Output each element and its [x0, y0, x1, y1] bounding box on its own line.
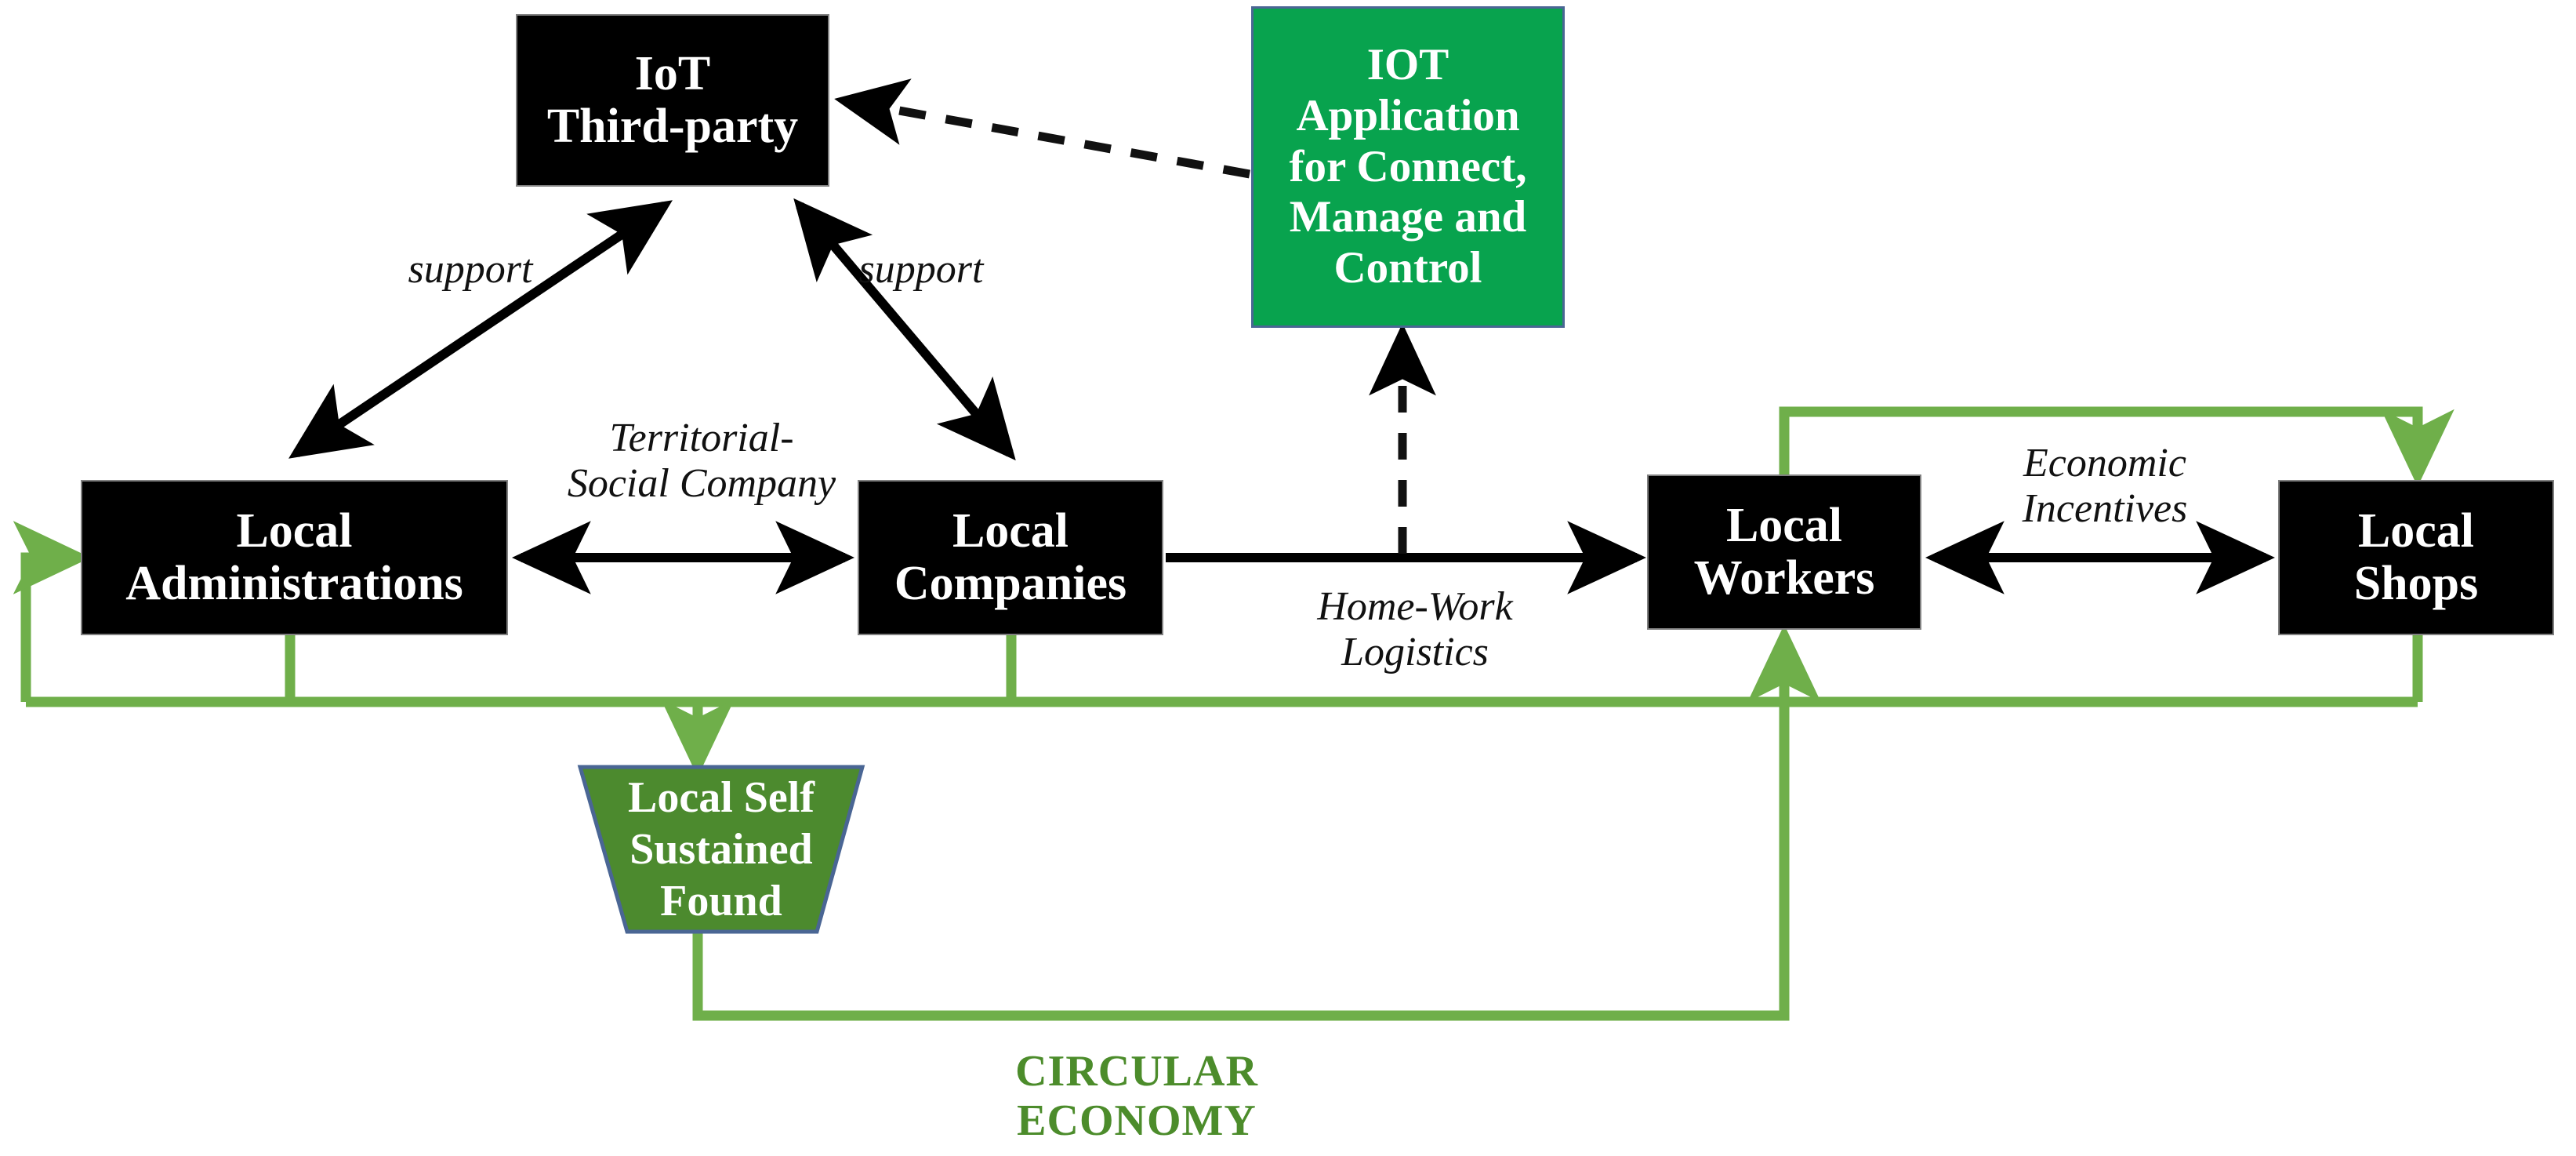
node-local-fund-line2: Sustained [629, 824, 813, 874]
edge-label-economic-incentives: Economic Incentives [1968, 441, 2242, 532]
economic-incentives-line1: Economic [2023, 441, 2186, 485]
flow-fund-to-workers [692, 624, 1821, 1021]
node-iot-application-line3: for Connect, [1289, 141, 1527, 191]
support-left-text: support [408, 247, 533, 292]
node-local-workers-line1: Local [1725, 499, 1843, 553]
arrow-administrations-iot [288, 200, 673, 459]
dashed-connectors [834, 78, 1436, 554]
node-local-fund-line1: Local Self [628, 772, 815, 822]
edge-label-support-left: support [384, 247, 557, 293]
home-work-logistics-line2: Logistics [1341, 630, 1489, 675]
footer-line2: ECONOMY [1017, 1096, 1257, 1145]
territorial-social-line2: Social Company [567, 461, 836, 507]
local-self-sustained-found-shape [577, 765, 865, 934]
node-local-workers[interactable]: Local Workers [1647, 474, 1921, 630]
footer-line1: CIRCULAR [1015, 1047, 1258, 1096]
node-iot-application-line5: Control [1333, 243, 1482, 293]
edge-label-territorial-social-company: Territorial- Social Company [549, 416, 854, 507]
arrow-companies-iot [793, 198, 1016, 461]
home-work-logistics-line1: Home-Work [1317, 584, 1513, 629]
flow-workers-to-shops [1779, 406, 2454, 487]
node-iot-application-line4: Manage and [1289, 192, 1527, 242]
edge-label-support-right: support [835, 247, 1007, 293]
node-local-self-sustained-found[interactable]: Local Self Sustained Found [580, 767, 862, 932]
node-local-workers-line2: Workers [1693, 551, 1875, 605]
edge-label-home-work-logistics: Home-Work Logistics [1262, 584, 1568, 675]
node-iot-third-party[interactable]: IoT Third-party [516, 14, 829, 187]
node-local-companies[interactable]: Local Companies [858, 480, 1163, 635]
node-local-shops-line2: Shops [2353, 557, 2479, 610]
node-local-companies-line2: Companies [894, 557, 1127, 610]
support-right-text: support [858, 247, 984, 292]
territorial-social-line1: Territorial- [609, 416, 794, 460]
node-local-fund-line3: Found [660, 877, 782, 926]
node-iot-third-party-line2: Third-party [546, 100, 799, 153]
node-local-companies-line1: Local [952, 504, 1069, 558]
node-local-shops-line1: Local [2357, 504, 2475, 558]
flow-to-local-administrations [13, 521, 91, 702]
node-local-administrations-line2: Administrations [125, 557, 463, 610]
node-local-administrations-line1: Local [236, 504, 353, 558]
node-iot-application[interactable]: IOT Application for Connect, Manage and … [1251, 6, 1565, 328]
economic-incentives-line2: Incentives [2022, 486, 2188, 532]
footer-circular-economy: CIRCULAR ECONOMY [886, 1047, 1388, 1145]
circular-economy-flow [13, 406, 2454, 1021]
dashed-application-to-third-party [834, 78, 1250, 179]
node-local-shops[interactable]: Local Shops [2278, 480, 2554, 635]
node-iot-application-line2: Application [1296, 90, 1520, 140]
node-iot-application-line1: IOT [1366, 39, 1449, 89]
node-iot-third-party-line1: IoT [634, 47, 711, 101]
node-local-administrations[interactable]: Local Administrations [81, 480, 508, 635]
black-connectors [288, 198, 2275, 594]
